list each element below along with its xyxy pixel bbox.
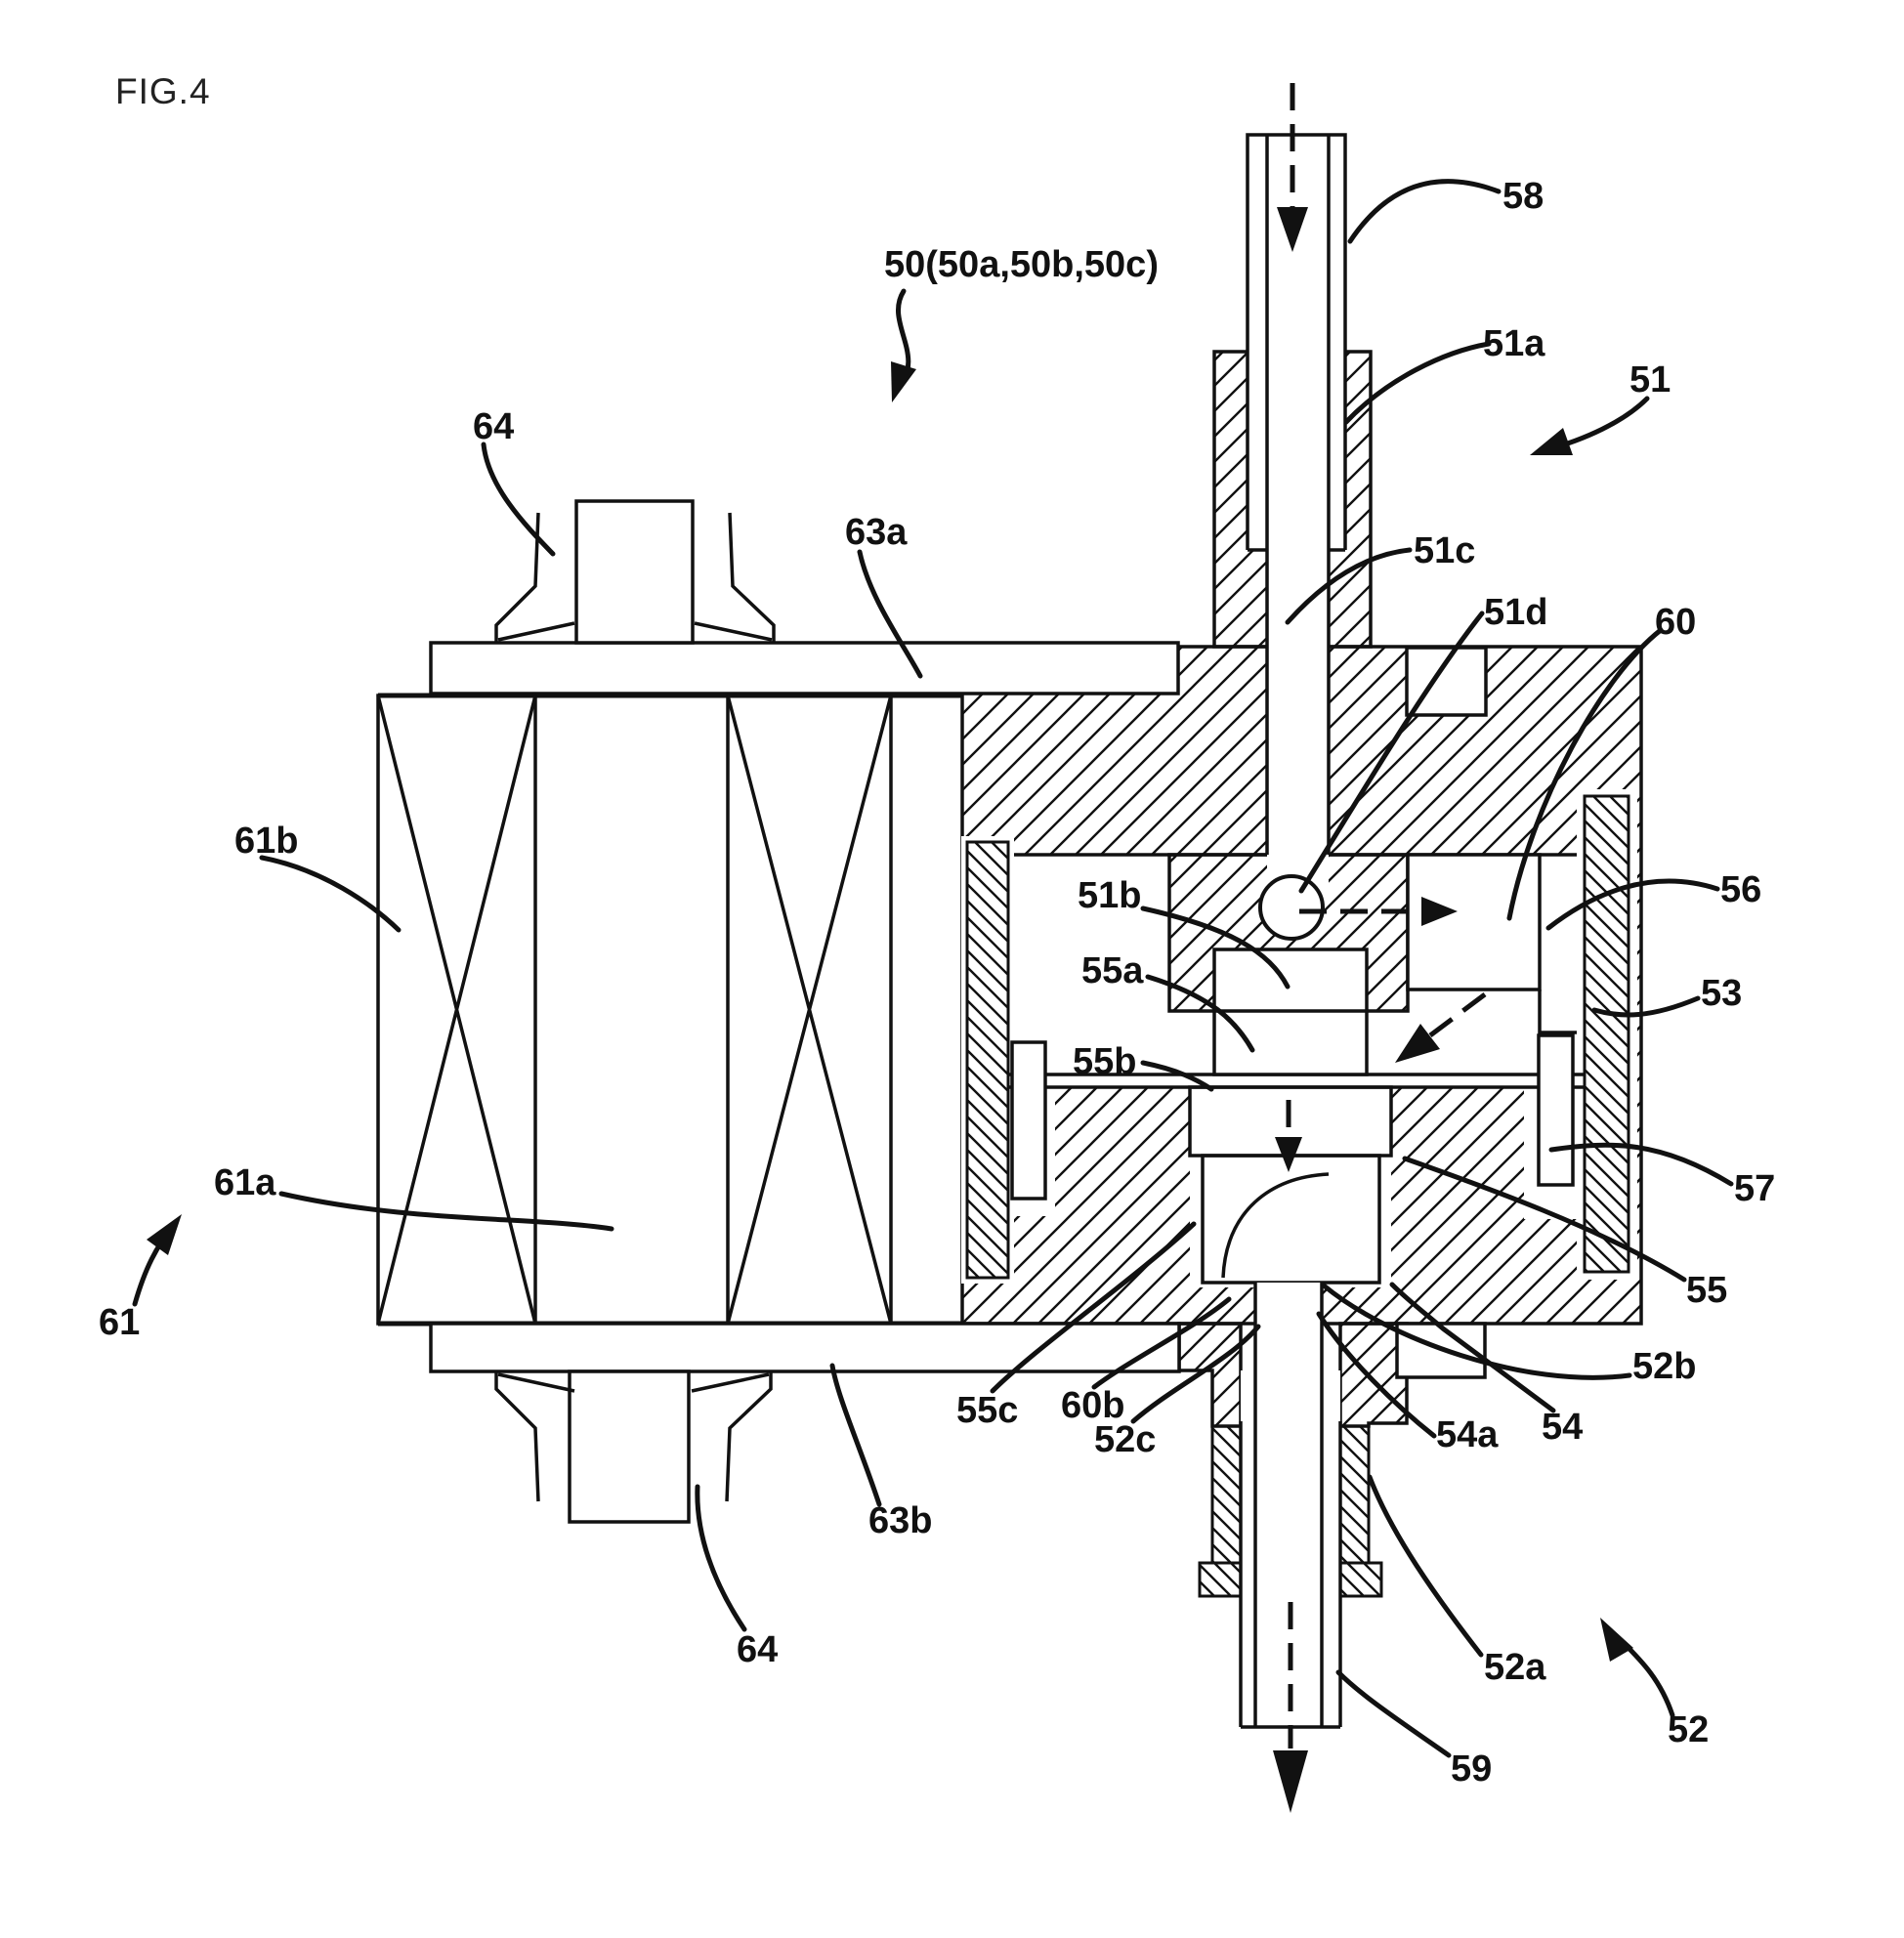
- flow-arrows: [1273, 83, 1487, 1813]
- label-51b: 51b: [1078, 875, 1141, 916]
- leader-54a: [1316, 1311, 1437, 1439]
- inlet-flow-arrowhead: [1277, 207, 1308, 252]
- label-52c: 52c: [1094, 1419, 1156, 1460]
- leader-52-arrowhead: [1600, 1618, 1633, 1662]
- reference-labels: FIG.4 50(50a,50b,50c) 58 51a 51 64 63a 5…: [99, 71, 1775, 1790]
- leader-52a: [1367, 1474, 1484, 1658]
- leader-51c: [1285, 547, 1413, 625]
- label-52a: 52a: [1484, 1647, 1546, 1688]
- label-55b: 55b: [1073, 1041, 1136, 1082]
- outlet-flow-arrowhead: [1273, 1750, 1308, 1813]
- chamber-flow-dash: [1424, 992, 1487, 1040]
- valve-stem-55a: [1212, 1009, 1369, 1076]
- label-54: 54: [1542, 1407, 1583, 1448]
- label-58: 58: [1502, 176, 1544, 217]
- leader-64-top: [481, 442, 556, 557]
- solenoid-61: [376, 693, 962, 1327]
- label-63a: 63a: [845, 512, 908, 553]
- leader-51b: [1140, 906, 1290, 990]
- figure-caption: FIG.4: [115, 71, 211, 111]
- leader-60b: [1091, 1296, 1232, 1390]
- label-61a: 61a: [214, 1162, 276, 1203]
- valve-54-dome-curve: [1221, 1172, 1330, 1279]
- leader-63b: [829, 1363, 882, 1507]
- label-51c: 51c: [1414, 530, 1475, 571]
- leader-56: [1545, 878, 1720, 931]
- leader-52: [1621, 1640, 1675, 1718]
- label-63b: 63b: [868, 1500, 932, 1541]
- leader-61b: [259, 855, 402, 933]
- chamber-flow-arrowhead: [1395, 1024, 1440, 1063]
- leader-60: [1506, 627, 1664, 921]
- label-52b: 52b: [1632, 1346, 1696, 1387]
- label-53: 53: [1701, 973, 1742, 1014]
- label-51a: 51a: [1483, 323, 1545, 364]
- yoke-plate-bottom: [429, 1322, 1181, 1373]
- terminal-fitting-bottom: [494, 1369, 773, 1524]
- label-61b: 61b: [234, 821, 298, 862]
- leader-51-arrowhead: [1530, 428, 1573, 455]
- valve-flow-arrowhead: [1275, 1137, 1302, 1172]
- label-51d: 51d: [1484, 592, 1547, 633]
- pilot-flow-arrowhead: [1421, 897, 1458, 926]
- pilot-ball-51d: [1258, 874, 1325, 941]
- leader-55b: [1140, 1060, 1214, 1092]
- leader-51a: [1343, 341, 1492, 425]
- label-55a: 55a: [1081, 950, 1144, 991]
- label-57: 57: [1734, 1168, 1775, 1209]
- armature-61a: [535, 695, 728, 1324]
- leader-55c: [990, 1221, 1197, 1394]
- inlet-pipe-58: [1246, 133, 1347, 858]
- leader-53: [1591, 995, 1701, 1018]
- valve-element-55: [1188, 1009, 1393, 1285]
- leader-52c: [1130, 1324, 1261, 1424]
- label-61: 61: [99, 1302, 140, 1343]
- label-59: 59: [1451, 1748, 1492, 1790]
- yoke-plate-top: [429, 641, 1180, 695]
- label-51: 51: [1629, 359, 1671, 400]
- outlet-collar-52: [1198, 1424, 1383, 1598]
- label-64-top: 64: [473, 406, 514, 447]
- leader-54: [1389, 1282, 1556, 1413]
- leader-63a: [857, 549, 923, 679]
- leader-55a: [1145, 974, 1255, 1053]
- leader-61-arrowhead: [147, 1214, 182, 1255]
- label-60: 60: [1655, 602, 1696, 643]
- leader-51d: [1298, 611, 1485, 894]
- leader-61a: [278, 1191, 614, 1232]
- label-60b: 60b: [1061, 1385, 1124, 1426]
- terminal-fitting-top: [494, 499, 776, 645]
- ball-seat-notch-outline: [1212, 948, 1369, 1011]
- leader-57: [1548, 1142, 1734, 1187]
- left-spring-seat: [1010, 1040, 1047, 1201]
- leader-55: [1402, 1156, 1687, 1283]
- label-55: 55: [1686, 1270, 1727, 1311]
- label-56: 56: [1720, 869, 1761, 910]
- leader-50-arrowhead: [891, 361, 916, 402]
- leader-64-bottom: [695, 1484, 747, 1632]
- label-54a: 54a: [1436, 1414, 1499, 1455]
- leader-59: [1335, 1669, 1452, 1758]
- left-seat-plate: [961, 836, 1014, 1284]
- leader-58: [1347, 179, 1502, 244]
- label-55c: 55c: [956, 1390, 1018, 1431]
- right-spring-seat-57: [1537, 1033, 1575, 1187]
- label-52: 52: [1668, 1709, 1709, 1750]
- seat-block-step: [1538, 990, 1585, 1034]
- leader-lines: [132, 179, 1734, 1758]
- ball-seat-notch: [1214, 949, 1367, 1011]
- leader-52b: [1321, 1283, 1632, 1380]
- label-64-bottom: 64: [737, 1629, 778, 1670]
- end-plate-53: [1577, 789, 1637, 1280]
- label-50: 50(50a,50b,50c): [884, 244, 1159, 285]
